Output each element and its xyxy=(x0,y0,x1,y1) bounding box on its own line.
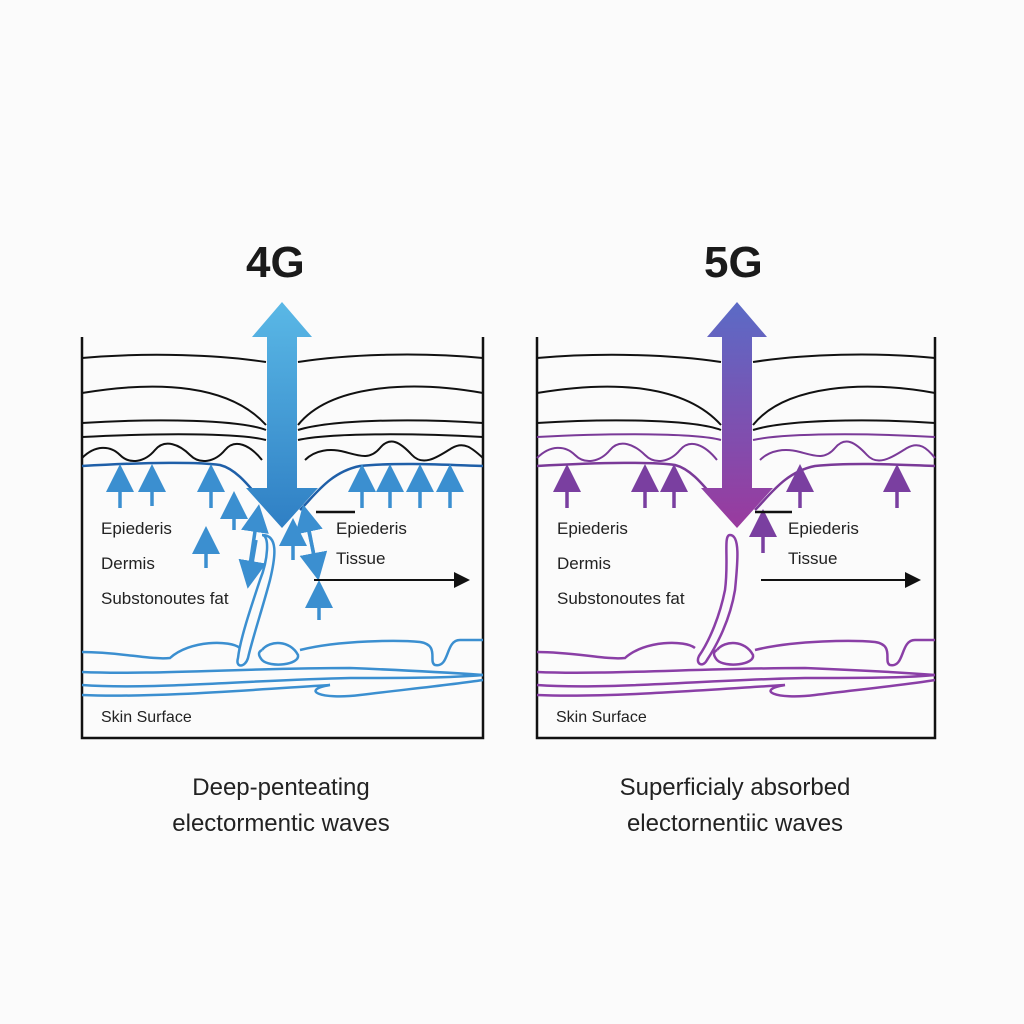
label-subcutaneous-fat: Substonoutes fat xyxy=(557,589,685,608)
label-subcutaneous-fat: Substonoutes fat xyxy=(101,589,229,608)
panel-title-4g: 4G xyxy=(246,238,305,287)
panel-5g: 5G xyxy=(455,0,967,1024)
small-arrows-icon xyxy=(106,464,464,620)
label-skin-surface: Skin Surface xyxy=(101,709,192,726)
label-epidermis-left: Epiederis xyxy=(557,519,628,538)
double-arrow-icon-4g xyxy=(246,302,318,528)
label-dermis: Dermis xyxy=(101,554,155,573)
label-epidermis-right: Epiederis xyxy=(788,519,859,538)
caption-line-1: Deep-penteating xyxy=(192,774,370,801)
caption-line-1: Superficialy absorbed xyxy=(619,774,851,801)
panel-4g: 4G xyxy=(80,238,485,842)
skin-layers-lines xyxy=(81,353,484,462)
tissue-wave-lines xyxy=(536,533,936,698)
label-tissue: Tissue xyxy=(336,549,386,568)
skin-layers-lines xyxy=(536,353,936,431)
caption-line-2: electormentic waves xyxy=(172,810,390,837)
skin-diagram-5g xyxy=(535,302,937,740)
caption-5g: Superficialy absorbed electornentiic wav… xyxy=(535,770,935,842)
container-frame xyxy=(80,337,485,740)
caption-4g: Deep-penteating electormentic waves xyxy=(81,770,481,842)
label-skin-surface: Skin Surface xyxy=(556,709,647,726)
caption-line-2: electornentiic waves xyxy=(626,810,844,837)
panel-title-5g: 5G xyxy=(704,238,763,287)
label-tissue: Tissue xyxy=(788,549,838,568)
skin-diagram-4g xyxy=(80,302,485,740)
tissue-wave-lines xyxy=(81,533,484,698)
container-frame xyxy=(535,337,937,740)
label-dermis: Dermis xyxy=(557,554,611,573)
label-epidermis-right: Epiederis xyxy=(336,519,407,538)
small-arrows-icon xyxy=(553,464,911,553)
double-arrow-icon-5g xyxy=(701,302,773,528)
label-epidermis-left: Epiederis xyxy=(101,519,172,538)
